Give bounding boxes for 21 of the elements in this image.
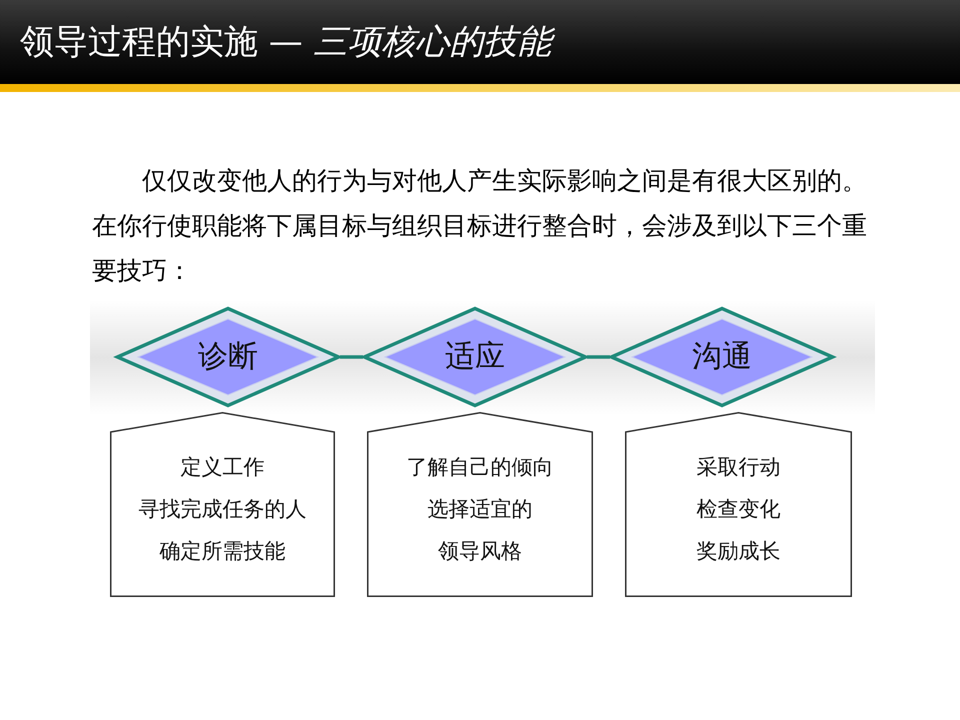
pentagon-box	[110, 412, 335, 597]
pentagon-box	[625, 412, 852, 597]
body-paragraph: 仅仅改变他人的行为与对他人产生实际影响之间是有很大区别的。在你行使职能将下属目标与组织目标进行整合时，会涉及到以下三个重要技巧：	[92, 165, 868, 287]
skill-item: 选择适宜的	[426, 496, 534, 523]
skill-title: 适应	[444, 338, 506, 376]
connector-line	[340, 355, 363, 359]
skill-item: 采取行动	[696, 454, 782, 481]
skill-diamond	[363, 307, 587, 407]
skill-item: 检查变化	[696, 496, 782, 523]
skill-item: 确定所需技能	[158, 538, 286, 565]
skill-title: 诊断	[197, 338, 259, 376]
skill-item: 奖励成长	[696, 538, 782, 565]
skill-item: 领导风格	[437, 538, 523, 565]
connector-line	[587, 355, 610, 359]
skill-item: 寻找完成任务的人	[138, 496, 308, 523]
pentagon-box	[367, 412, 593, 597]
skill-item: 定义工作	[180, 454, 266, 481]
skill-diamond	[116, 307, 340, 407]
skill-item: 了解自己的倾向	[406, 454, 554, 481]
skill-title: 沟通	[691, 338, 753, 376]
skill-diamond	[610, 307, 834, 407]
